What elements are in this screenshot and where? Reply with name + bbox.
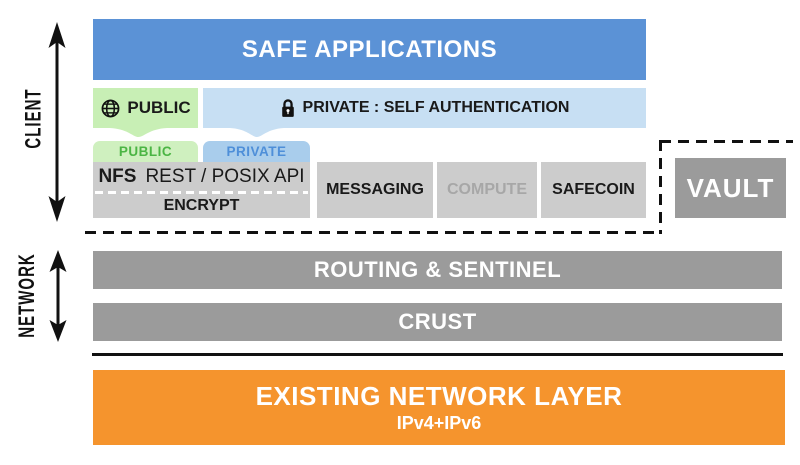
ipv4-ipv6-label: IPv4+IPv6 <box>396 413 482 433</box>
public-band: PUBLIC <box>93 88 198 128</box>
vault-label: VAULT <box>686 172 775 203</box>
client-section-label-wrap: CLIENT <box>0 88 81 148</box>
safecoin-label: SAFECOIN <box>552 181 635 198</box>
existing-network-layer-label: EXISTING NETWORK LAYER <box>255 381 623 411</box>
safe-applications-label: SAFE APPLICATIONS <box>241 35 498 63</box>
encrypt-dashed-divider <box>95 191 308 194</box>
routing-sentinel-label: ROUTING & SENTINEL <box>313 257 562 282</box>
client-double-arrow-icon <box>48 22 66 222</box>
nfs-label: NFS <box>98 166 137 187</box>
safe-applications-bar: SAFE APPLICATIONS <box>93 19 646 80</box>
vault-dashed-border-left <box>659 140 662 234</box>
nfs-encrypt-box: NFS REST / POSIX API ENCRYPT <box>93 162 310 218</box>
public-band-tail <box>110 128 167 137</box>
compute-box: COMPUTE <box>437 162 537 218</box>
routing-sentinel-bar: ROUTING & SENTINEL <box>93 251 782 289</box>
nfs-api-row: NFS REST / POSIX API <box>93 162 310 192</box>
network-foundation-divider-line <box>92 353 783 356</box>
client-section-dashed-divider <box>85 231 662 234</box>
tab-private-label: PRIVATE <box>226 144 287 159</box>
lock-icon <box>281 99 294 117</box>
network-double-arrow-icon <box>49 250 67 342</box>
existing-network-layer-box: EXISTING NETWORK LAYER IPv4+IPv6 <box>93 370 785 445</box>
private-band: PRIVATE : SELF AUTHENTICATION <box>203 88 646 128</box>
network-section-label-wrap: NETWORK <box>0 253 74 338</box>
vault-dashed-border-top <box>660 140 793 143</box>
vault-box: VAULT <box>675 158 786 218</box>
tab-public: PUBLIC <box>93 141 198 162</box>
globe-icon <box>101 99 120 117</box>
encrypt-label: ENCRYPT <box>163 197 240 214</box>
messaging-label: MESSAGING <box>326 181 424 198</box>
network-label: NETWORK <box>14 253 40 338</box>
private-band-tail <box>230 128 284 137</box>
crust-bar: CRUST <box>93 303 782 341</box>
private-band-label: PRIVATE : SELF AUTHENTICATION <box>302 99 570 116</box>
compute-label: COMPUTE <box>447 181 527 198</box>
rest-posix-api-label: REST / POSIX API <box>145 166 305 187</box>
public-band-label: PUBLIC <box>127 98 191 117</box>
safecoin-box: SAFECOIN <box>541 162 646 218</box>
client-label: CLIENT <box>21 88 47 149</box>
crust-label: CRUST <box>398 309 477 334</box>
messaging-box: MESSAGING <box>317 162 433 218</box>
tab-private: PRIVATE <box>203 141 310 162</box>
tab-public-label: PUBLIC <box>118 144 173 159</box>
